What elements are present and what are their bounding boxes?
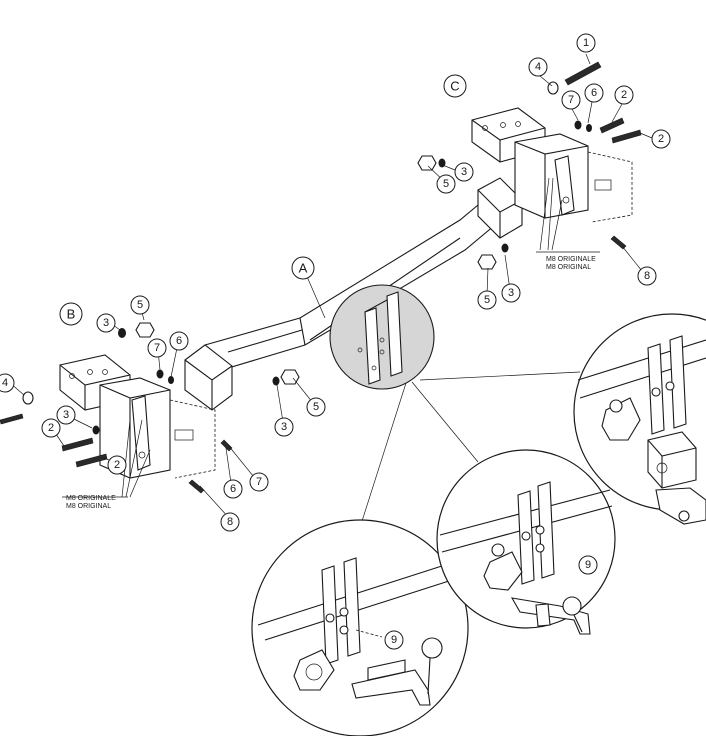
callout-number: 9: [585, 559, 591, 571]
callout-number: 4: [2, 377, 8, 389]
part-label-b-text: B: [67, 307, 76, 322]
callout-number: 2: [621, 89, 627, 101]
callout-7-left: 7: [147, 338, 167, 358]
callout-number: 3: [508, 287, 514, 299]
callout-number: 5: [313, 401, 319, 413]
callout-6-right: 6: [584, 83, 604, 103]
callout-9-middle-detail: 9: [578, 555, 598, 575]
callout-6-left: 6: [169, 331, 189, 351]
part-label-b: B: [59, 302, 83, 326]
callout-2-left-a: 2: [41, 418, 61, 438]
part-label-a-text: A: [299, 261, 308, 276]
callout-number: 7: [568, 94, 574, 106]
callout-9-left-detail: 9: [384, 630, 404, 650]
callout-number: 8: [644, 270, 650, 282]
callout-number: 5: [137, 299, 143, 311]
note-original-right: M8 ORIGINAL: [546, 264, 591, 271]
detail-circle-right: [573, 313, 706, 525]
callout-4-left: 4: [0, 373, 15, 393]
callout-number: 9: [391, 634, 397, 646]
right-bracket-c: [471, 107, 633, 223]
callout-5-mid-left: 5: [306, 397, 326, 417]
callout-6-left-bottom: 6: [223, 479, 243, 499]
callout-number: 2: [48, 422, 54, 434]
callout-1-right: 1: [576, 33, 596, 53]
note-originale-left: M8 ORIGINALE: [66, 495, 116, 502]
callout-number: 5: [484, 294, 490, 306]
callout-number: 2: [658, 133, 664, 145]
callout-number: 5: [443, 178, 449, 190]
callout-number: 6: [176, 335, 182, 347]
callout-3-left-mid: 3: [56, 405, 76, 425]
callout-3-mid-right: 3: [501, 283, 521, 303]
callout-number: 3: [461, 166, 467, 178]
callouts: 1 4 7 6 2 2 3 5 8 3 5 5 3 7 6 4 3 2 2 5 …: [0, 33, 671, 650]
callout-2-left-b: 2: [107, 455, 127, 475]
callout-7-left-bottom: 7: [249, 472, 269, 492]
callout-number: 7: [154, 342, 160, 354]
part-label-c-text: C: [450, 79, 459, 94]
callout-8-left: 8: [220, 512, 240, 532]
detail-magnifier: [329, 284, 581, 541]
callout-5-mid-right: 5: [477, 290, 497, 310]
callout-5-left-top: 5: [130, 295, 150, 315]
note-originale-right: M8 ORIGINALE: [546, 256, 596, 263]
callout-3-mid-left: 3: [274, 417, 294, 437]
callout-3-left-top: 3: [96, 313, 116, 333]
callout-2-right-a: 2: [614, 85, 634, 105]
part-label-c: C: [443, 74, 467, 98]
callout-8-right: 8: [637, 266, 657, 286]
callout-number: 7: [256, 476, 262, 488]
callout-number: 6: [591, 87, 597, 99]
callout-number: 3: [103, 317, 109, 329]
note-original-left: M8 ORIGINAL: [66, 503, 111, 510]
callout-2-right-b: 2: [651, 129, 671, 149]
detail-circle-left: [251, 519, 469, 736]
callout-number: 1: [583, 37, 589, 49]
part-label-a: A: [291, 256, 315, 280]
callout-5-right: 5: [436, 174, 456, 194]
left-bracket-b: [59, 354, 216, 479]
callout-4-right: 4: [528, 57, 548, 77]
callout-7-right: 7: [561, 90, 581, 110]
callout-number: 2: [114, 459, 120, 471]
callout-3-right: 3: [454, 162, 474, 182]
callout-number: 8: [227, 516, 233, 528]
callout-number: 3: [63, 409, 69, 421]
callout-number: 3: [281, 421, 287, 433]
detail-circle-middle: [436, 449, 616, 635]
callout-number: 6: [230, 483, 236, 495]
callout-number: 4: [535, 61, 541, 73]
